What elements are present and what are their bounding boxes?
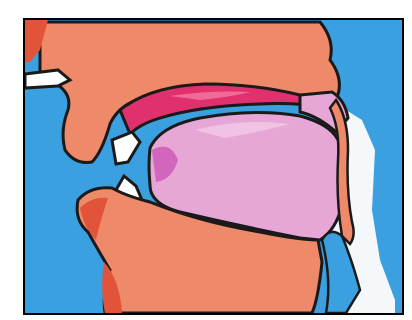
picture-area: [25, 20, 402, 313]
